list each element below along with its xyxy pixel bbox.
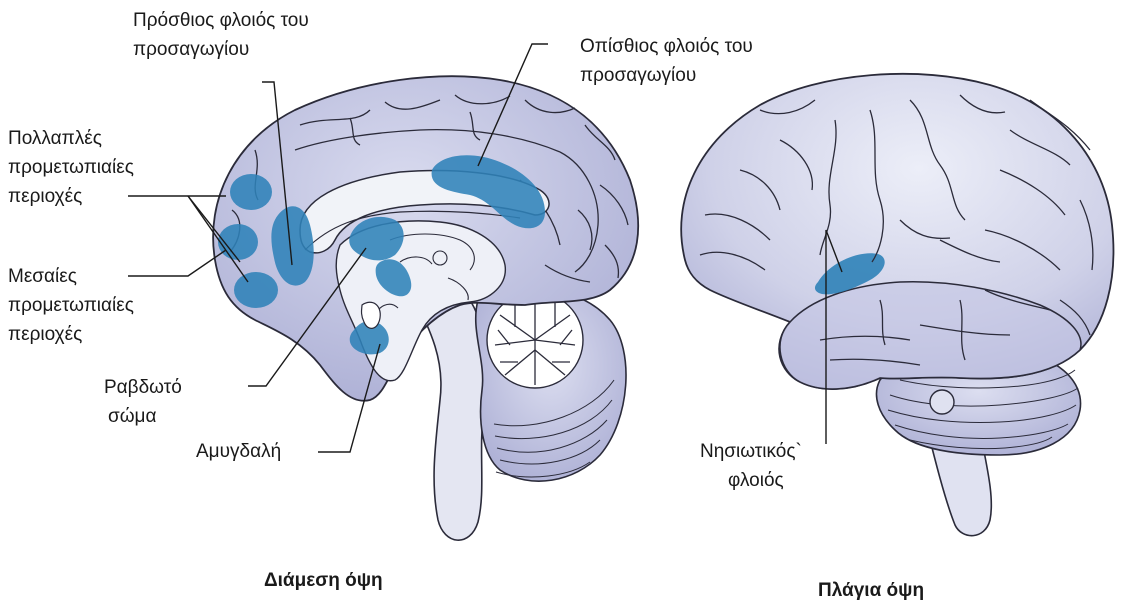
label-posterior-cingulate: Οπίσθιος φλοιός του προσαγωγίου bbox=[580, 32, 753, 90]
caption-medial-view: Διάμεση όψη bbox=[264, 570, 383, 592]
label-medial-prefrontal: Μεσαίες προμετωπιαίες περιοχές bbox=[8, 262, 134, 349]
label-multiple-prefrontal-line1: Πολλαπλές bbox=[8, 124, 134, 153]
label-insular-cortex: Νησιωτικός` φλοιός bbox=[700, 437, 802, 495]
label-striatum: Ραβδωτό σώμα bbox=[104, 373, 182, 431]
arbor-vitae bbox=[487, 292, 583, 388]
label-medial-prefrontal-line1: Μεσαίες bbox=[8, 262, 134, 291]
label-amygdala: Αμυγδαλή bbox=[196, 437, 281, 466]
label-striatum-line1: Ραβδωτό bbox=[104, 373, 182, 402]
medial-brain bbox=[213, 76, 638, 540]
label-medial-prefrontal-line2: προμετωπιαίες bbox=[8, 291, 134, 320]
label-insular-cortex-line2: φλοιός bbox=[700, 466, 802, 495]
highlight-prefrontal-lower bbox=[234, 272, 278, 308]
label-striatum-line2: σώμα bbox=[104, 402, 182, 431]
highlight-prefrontal-upper bbox=[230, 174, 272, 210]
label-anterior-cingulate-line2: προσαγωγίου bbox=[133, 35, 309, 64]
medial-brainstem bbox=[415, 300, 487, 540]
label-anterior-cingulate-line1: Πρόσθιος φλοιός του bbox=[133, 6, 309, 35]
label-insular-cortex-line1: Νησιωτικός` bbox=[700, 437, 802, 466]
label-posterior-cingulate-line1: Οπίσθιος φλοιός του bbox=[580, 32, 753, 61]
label-multiple-prefrontal-line2: προμετωπιαίες bbox=[8, 153, 134, 182]
label-amygdala-line1: Αμυγδαλή bbox=[196, 437, 281, 466]
label-multiple-prefrontal: Πολλαπλές προμετωπιαίες περιοχές bbox=[8, 124, 134, 211]
label-anterior-cingulate: Πρόσθιος φλοιός του προσαγωγίου bbox=[133, 6, 309, 64]
pons-knob bbox=[930, 390, 954, 414]
label-medial-prefrontal-line3: περιοχές bbox=[8, 320, 134, 349]
caption-lateral-view: Πλάγια όψη bbox=[818, 580, 924, 602]
label-multiple-prefrontal-line3: περιοχές bbox=[8, 182, 134, 211]
leader-medial-prefrontal bbox=[128, 250, 226, 276]
label-posterior-cingulate-line2: προσαγωγίου bbox=[580, 61, 753, 90]
